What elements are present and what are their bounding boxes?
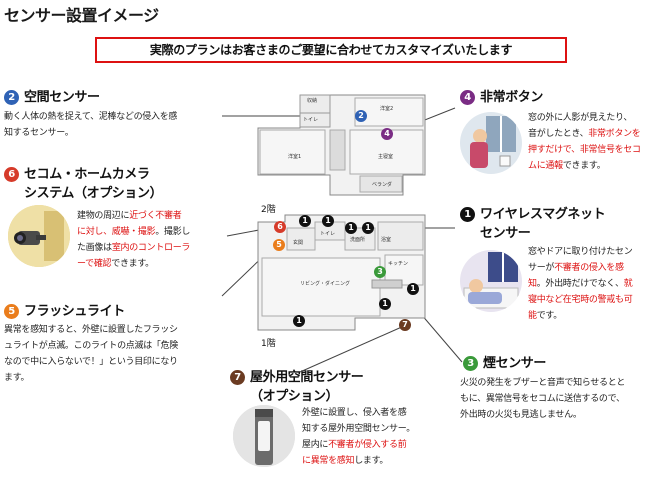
section-heading-home-camera: 6 セコム・ホームカメラ [4,163,150,182]
section-title: 非常ボタン [480,90,544,105]
number-badge: 4 [460,90,475,105]
desc-line: 知。外出時だけでなく、就 [528,279,633,289]
home-camera-description: 建物の周辺に近づく不審者 に対し、威嚇・撮影。撮影し た画像は室内のコントローラ… [77,208,222,272]
desc-line: 異常を感知すると、外壁に設置したフラッシ [4,325,178,335]
floor-2-label: 2階 [261,205,276,215]
desc-line: に異常を感知します。 [302,456,389,466]
desc-line: なので中に入らないで！」という目印になり [4,357,178,367]
desc-line: 動く人体の熱を捉えて、泥棒などの侵入を感 [4,112,178,122]
number-badge: 1 [460,207,475,222]
page-title: センサー設置イメージ [4,6,159,25]
outdoor-sensor-description: 外壁に設置し、侵入者を感 知する屋外用空間センサー。 屋内に不審者が侵入する前 … [302,405,442,469]
marker-smoke-sensor: 3 [374,266,386,278]
section-heading-smoke-sensor: 3 煙センサー [463,352,546,371]
room-label: リビング・ダイニング [300,280,350,287]
number-badge: 5 [4,304,19,319]
smoke-sensor-description: 火災の発生をブザーと音声で知らせるとと もに、異常信号をセコムに送信するので、 … [460,375,660,423]
marker-emergency-button: 4 [381,128,393,140]
section-heading-magnet-sensor: 1 ワイヤレスマグネット [460,203,606,222]
desc-line: 知する屋外用空間センサー。 [302,424,416,434]
number-badge: 7 [230,370,245,385]
room-label: 洋室1 [288,153,301,160]
room-label: 洗面所 [350,236,365,243]
room-label: トイレ [303,117,318,123]
section-title: ワイヤレスマグネット [480,207,606,222]
section-heading-flash-light: 5 フラッシュライト [4,300,125,319]
room-label: キッチン [388,261,408,267]
room-label: 玄関 [293,239,303,246]
desc-line: ムに通報できます。 [528,161,606,171]
space-sensor-description: 動く人体の熱を捉えて、泥棒などの侵入を感 知するセンサー。 [4,109,219,141]
marker-magnet-sensor: 1 [345,222,357,234]
desc-line: もに、異常信号をセコムに送信するので、 [460,394,625,404]
section-subtitle: センサー [480,226,531,241]
desc-line: 知するセンサー。 [4,128,74,138]
section-title: 空間センサー [24,90,100,105]
floor-1-plan [257,214,426,331]
room-label: 浴室 [381,236,391,243]
flash-light-description: 異常を感知すると、外壁に設置したフラッシ ュライトが点滅。このライトの点滅は「危… [4,322,224,386]
marker-outdoor-sensor: 7 [399,319,411,331]
room-label: 洋室2 [380,105,393,112]
home-camera-photo [8,205,70,267]
marker-space-sensor: 2 [355,110,367,122]
marker-magnet-sensor: 1 [322,215,334,227]
section-subtitle: （オプション） [250,389,339,404]
desc-line: 火災の発生をブザーと音声で知らせるとと [460,378,626,388]
marker-magnet-sensor: 1 [299,215,311,227]
desc-line: 建物の周辺に近づく不審者 [77,211,182,221]
room-label: 主寝室 [378,153,393,160]
notice-banner: 実際のプランはお客さまのご要望に合わせてカスタマイズいたします [95,37,567,63]
desc-line: サーが不審者の侵入を感 [528,263,624,273]
desc-line: ーで確認できます。 [77,259,154,269]
desc-line: 窓やドアに取り付けたセン [528,247,633,257]
outdoor-sensor-photo [233,405,295,467]
desc-line: 外壁に設置し、侵入者を感 [302,408,407,418]
desc-line: ます。 [4,373,30,383]
desc-line: ュライトが点滅。このライトの点滅は「危険 [4,341,179,351]
desc-line: 窓の外に人影が見えたり、 [528,113,633,123]
section-heading-space-sensor: 2 空間センサー [4,86,100,105]
emergency-button-photo [460,112,522,174]
marker-magnet-sensor: 1 [379,298,391,310]
desc-line: 音がしたとき、非常ボタンを [528,129,641,139]
number-badge: 2 [4,90,19,105]
desc-line: た画像は室内のコントローラ [77,243,191,253]
marker-home-camera: 6 [274,221,286,233]
marker-magnet-sensor: 1 [362,222,374,234]
desc-line: 押すだけで、非常信号をセコ [528,145,641,155]
floor-1-label: 1階 [261,339,276,349]
marker-magnet-sensor: 1 [293,315,305,327]
section-title: 屋外用空間センサー [250,370,364,385]
section-subtitle: システム（オプション） [24,186,163,201]
magnet-sensor-photo [460,250,522,312]
desc-line: 屋内に不審者が侵入する前 [302,440,407,450]
desc-line: 能です。 [528,311,562,321]
desc-line: 外出時の火災も見逃しません。 [460,410,582,420]
emergency-button-description: 窓の外に人影が見えたり、 音がしたとき、非常ボタンを 押すだけで、非常信号をセコ… [528,110,658,174]
desc-line: 寝中など在宅時の警戒も可 [528,295,633,305]
marker-magnet-sensor: 1 [407,283,419,295]
section-title: 煙センサー [483,356,547,371]
room-label: ベランダ [372,181,392,188]
number-badge: 3 [463,356,478,371]
desc-line: に対し、威嚇・撮影。撮影し [77,227,191,237]
section-heading-emergency-button: 4 非常ボタン [460,86,543,105]
marker-flash-light: 5 [273,239,285,251]
section-title: セコム・ホームカメラ [24,167,150,182]
room-label: トイレ [320,231,335,237]
magnet-sensor-description: 窓やドアに取り付けたセン サーが不審者の侵入を感 知。外出時だけでなく、就 寝中… [528,244,658,324]
section-title: フラッシュライト [24,304,125,319]
room-labels: 収納 トイレ 洋室2 洋室1 主寝室 ベランダ トイレ 玄関 洗面所 浴室 キッ… [288,97,408,287]
floor-2-plan [257,94,426,196]
section-heading-outdoor-sensor: 7 屋外用空間センサー [230,366,364,385]
number-badge: 6 [4,167,19,182]
room-label: 収納 [307,97,317,104]
